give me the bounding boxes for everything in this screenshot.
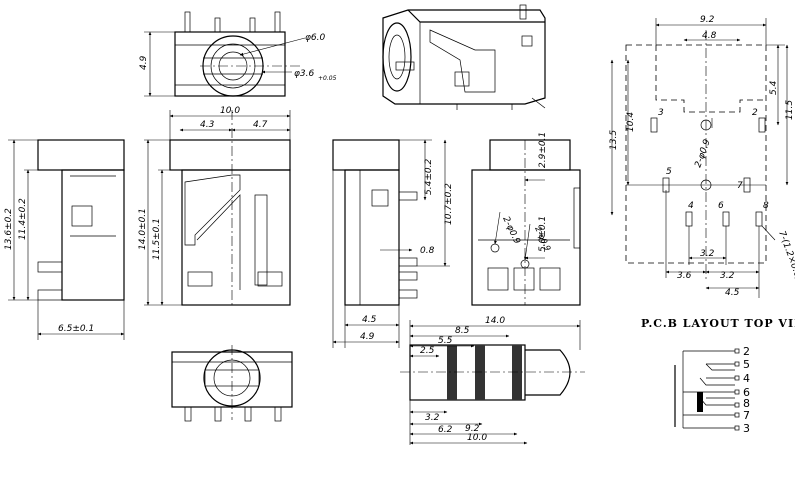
sch-pin-8: 8 [743, 397, 750, 410]
pcb-w-3-2b: 3.2 [720, 271, 735, 281]
sch-pin-6: 6 [743, 386, 750, 399]
pad-8 [755, 211, 763, 227]
front-right-part: 4.7 [253, 120, 268, 130]
sch-pin-5: 5 [743, 358, 750, 371]
plug-len-6-2: 6.2 [438, 425, 453, 435]
side-dim-4-5: 4.5 [362, 315, 377, 325]
plug-len-14: 14.0 [485, 316, 505, 326]
front-height-body: 11.5±0.1 [152, 218, 162, 260]
dia-inner-tol: +0.05 [318, 75, 337, 82]
pcb-h-10-4: 10.4 [626, 112, 636, 132]
plug-ring-1 [447, 345, 457, 400]
pcb-w-9-2: 9.2 [700, 15, 715, 25]
side-dim-10-7: 10.7±0.2 [444, 183, 454, 225]
plug-ring-2 [475, 345, 485, 400]
back-dim-5-0: 5.0±0.1 [538, 216, 548, 252]
pcb-w-4-5: 4.5 [725, 288, 740, 298]
side-dim-5-4: 5.4±0.2 [424, 159, 434, 195]
pcb-layout: 3 2 5 7 4 6 8 9.2 4.8 5.4 11.5 10.4 13.5… [609, 15, 795, 330]
pcb-w-4-8: 4.8 [702, 31, 717, 41]
plug-len-2-5: 2.5 [420, 346, 435, 356]
dia-inner-label: φ3.6 [294, 69, 315, 79]
sch-pin-3: 3 [743, 422, 750, 435]
side-dim-0-8: 0.8 [420, 246, 435, 256]
top-view: 4.9 φ6.0 φ3.6 +0.05 [139, 11, 337, 97]
sch-pin-2: 2 [743, 345, 750, 358]
front-left-part: 4.3 [200, 120, 215, 130]
pad-label-2: 2 [752, 108, 758, 118]
pcb-w-3-6: 3.6 [677, 271, 692, 281]
left-depth-label: 6.5±0.1 [58, 324, 94, 334]
plug-len-3-2: 3.2 [425, 413, 440, 423]
plug-ring-3 [512, 345, 522, 400]
plug-len-10: 10.0 [467, 433, 487, 443]
plug-len-5-5: 5.5 [438, 336, 453, 346]
pad-3 [650, 117, 658, 133]
left-height-body: 11.4±0.2 [18, 198, 28, 240]
pad-label-8: 8 [763, 201, 769, 211]
pcb-h-11-5: 11.5 [785, 100, 795, 120]
bottom-view [171, 345, 293, 422]
isometric-view [382, 4, 546, 110]
front-overall-width: 10.0 [220, 106, 240, 116]
plug-len-8-5: 8.5 [455, 326, 470, 336]
pad-label-6: 6 [718, 201, 724, 211]
pcb-h-13-5: 13.5 [609, 130, 619, 150]
back-dim-2-9: 2.9±0.1 [538, 132, 548, 168]
side-view: 5.4±0.2 10.7±0.2 0.8 4.5 4.9 [332, 139, 454, 348]
back-hole-top: 2-φ0.9 [500, 215, 522, 246]
pcb-hole-note: 2-φ0.9 [693, 138, 712, 169]
pcb-w-3-2a: 3.2 [700, 249, 715, 259]
top-width-label: 4.9 [139, 55, 149, 70]
left-height-full: 13.6±0.2 [4, 208, 14, 250]
pad-2 [758, 117, 766, 133]
pad-7 [743, 177, 751, 193]
back-hole-bottom: 2-φ0.9 [533, 225, 552, 252]
pad-label-7: 7 [737, 181, 743, 191]
sch-pin-4: 4 [743, 372, 750, 385]
front-view: 10.0 4.3 4.7 14.0±0.1 11.5±0.1 [138, 106, 291, 306]
pad-label-3: 3 [658, 108, 664, 118]
left-side-view: 13.6±0.2 11.4±0.2 6.5±0.1 [4, 139, 125, 340]
pcb-title: P.C.B LAYOUT TOP VIEW [641, 317, 795, 330]
side-dim-4-9: 4.9 [360, 332, 375, 342]
schematic: 2 5 4 6 8 7 3 [674, 345, 750, 435]
pcb-h-5-4: 5.4 [769, 80, 779, 95]
pcb-slot-note: 7-(1.2×0.6) [776, 230, 795, 282]
sch-pin-7: 7 [743, 409, 750, 422]
pad-label-5: 5 [666, 167, 672, 177]
back-view: 2.9±0.1 5.0±0.1 2-φ0.9 2-φ0.9 [471, 132, 581, 306]
plug-len-9-2: 9.2 [465, 424, 480, 434]
dia-outer-label: φ6.0 [305, 33, 326, 43]
plug-drawing: 14.0 8.5 5.5 2.5 3.2 6.2 9.2 10.0 [400, 316, 585, 445]
pad-4 [685, 211, 693, 227]
pad-6 [722, 211, 730, 227]
pad-label-4: 4 [688, 201, 694, 211]
front-height-full: 14.0±0.1 [138, 208, 148, 250]
